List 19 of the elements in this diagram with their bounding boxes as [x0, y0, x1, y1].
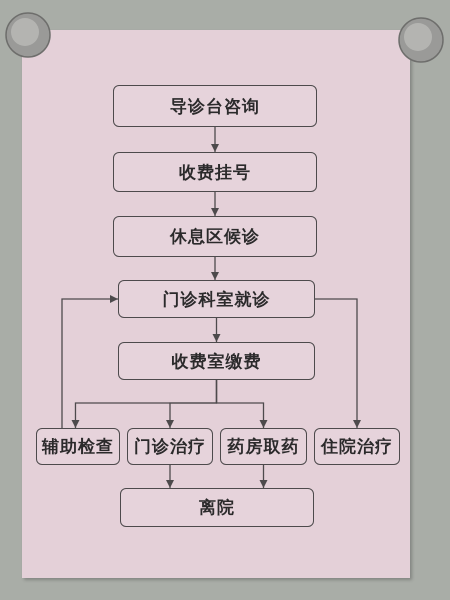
process-box: 门诊治疗 — [127, 428, 213, 465]
process-box: 住院治疗 — [314, 428, 400, 465]
process-box: 门诊科室就诊 — [118, 280, 315, 318]
arrow — [211, 127, 219, 152]
arrow — [166, 465, 174, 488]
process-box: 收费挂号 — [113, 152, 317, 192]
arrow — [315, 298, 361, 428]
process-box: 收费室缴费 — [118, 342, 315, 380]
process-box: 导诊台咨询 — [113, 85, 317, 127]
arrow — [211, 192, 219, 216]
process-box: 休息区候诊 — [113, 216, 317, 257]
arrow — [212, 318, 220, 342]
arrow — [260, 465, 268, 488]
process-box: 离院 — [120, 488, 314, 527]
process-box: 辅助检查 — [36, 428, 120, 465]
arrow — [211, 257, 219, 280]
process-box: 药房取药 — [220, 428, 307, 465]
arrow — [216, 380, 268, 428]
arrow — [61, 295, 118, 428]
